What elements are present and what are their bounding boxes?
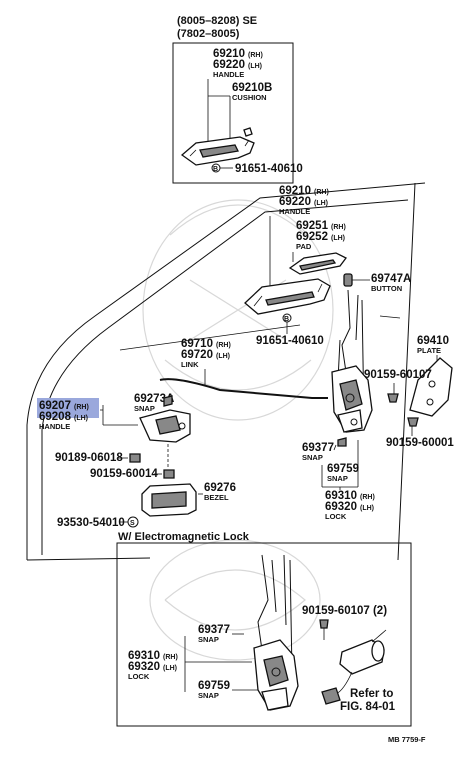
screw-s-marker: [127, 516, 139, 528]
link-rod: [159, 378, 328, 399]
top-inset: (8005–8208) SE (7802–8005) 69210 (RH) 69…: [172, 15, 303, 184]
range-se-label: (8005–8208) SE: [177, 15, 257, 27]
button-part: [343, 273, 353, 287]
inner-handle-lh-number[interactable]: 69208: [39, 411, 72, 423]
lock-lh-number[interactable]: 69320: [325, 501, 357, 513]
footer-code: MB 7759-F: [388, 735, 426, 744]
plate-number[interactable]: 69410: [417, 335, 449, 347]
refer-line1: Refer to: [350, 688, 393, 700]
inset-snap-377-name: SNAP: [198, 635, 219, 644]
actuator-solenoid-part: [321, 629, 387, 705]
screw-b-marker-text: B: [213, 166, 218, 173]
button-name: BUTTON: [371, 284, 402, 293]
snap-lock-labels: 69377 SNAP 69759 SNAP 69310 (RH) 69320 (…: [302, 437, 375, 521]
outer-handle-part: [244, 278, 331, 315]
pad-lh-side: (LH): [331, 235, 345, 242]
handle-lh-side: (LH): [248, 63, 262, 70]
inset-lock-lh-side: (LH): [163, 665, 177, 672]
top-inset-leaders: [207, 79, 231, 146]
svg-text:S: S: [130, 520, 135, 527]
outer-handle-name: HANDLE: [279, 207, 310, 216]
handle-rh-number[interactable]: 69210: [213, 48, 245, 60]
top-handle-part: [180, 136, 255, 166]
lock-rh-side: (RH): [360, 494, 375, 501]
snap-759-number[interactable]: 69759: [327, 463, 359, 475]
door-outline: [26, 182, 426, 561]
electromagnetic-lock-part: [253, 554, 299, 711]
bottom-inset: W/ Electromagnetic Lock 69377 SNAP 69310…: [116, 531, 412, 727]
top-inset-frame: [172, 42, 294, 184]
inset-lock-rh-number[interactable]: 69310: [128, 650, 160, 662]
pad-part: [288, 252, 347, 275]
selected-part-highlight: [37, 398, 99, 418]
bolt-upper-number[interactable]: 90159-60107: [364, 369, 432, 381]
svg-text:B: B: [284, 316, 289, 323]
outer-handle-lh-number[interactable]: 69220: [279, 196, 311, 208]
plate-group: 69410 PLATE 90159-60107 90159-60001: [364, 335, 454, 449]
lock-mechanism: [331, 289, 373, 433]
snap-377-number[interactable]: 69377: [302, 442, 334, 454]
outer-handle-group: 69210 (RH) 69220 (LH) HANDLE 69251 (RH) …: [244, 185, 347, 347]
range-label: (7802–8005): [177, 28, 240, 40]
pad-lh-number[interactable]: 69252: [296, 231, 328, 243]
watermark-emblem: [142, 199, 334, 661]
link-lh-side: (LH): [216, 353, 230, 360]
inset-bolt-number[interactable]: 90159-60107 (2): [302, 605, 387, 617]
snap-377-name: SNAP: [302, 453, 323, 462]
bezel-number[interactable]: 69276: [204, 482, 236, 494]
inset-snap-759-name: SNAP: [198, 691, 219, 700]
part-90159-number[interactable]: 90159-60014: [90, 468, 158, 480]
link-rh-number[interactable]: 69710: [181, 338, 213, 350]
inset-lock-rh-side: (RH): [163, 654, 178, 661]
bottom-inset-title: W/ Electromagnetic Lock: [118, 531, 250, 543]
link-rh-side: (RH): [216, 342, 231, 349]
handle-lh-number[interactable]: 69220: [213, 59, 245, 71]
cushion-number[interactable]: 69210B: [232, 82, 272, 94]
bezel-name: BEZEL: [204, 493, 229, 502]
inner-handle-name: HANDLE: [39, 422, 70, 431]
snap-a-name: SNAP: [134, 404, 155, 413]
outer-handle-rh-number[interactable]: 69210: [279, 185, 311, 197]
handle-rh-side: (RH): [248, 52, 263, 59]
inset-lock-name: LOCK: [128, 672, 150, 681]
inset-snap-759-number[interactable]: 69759: [198, 680, 230, 692]
bottom-inset-frame: [116, 542, 412, 727]
cushion-name: CUSHION: [232, 93, 267, 102]
inner-handle-group: 69273A SNAP 69207 (RH) 69208 (LH) HANDLE…: [37, 393, 236, 529]
pad-name: PAD: [296, 242, 312, 251]
screw-s-number[interactable]: 93530-54010: [57, 517, 125, 529]
button-group: 69747A BUTTON: [343, 273, 411, 293]
plate-name: PLATE: [417, 346, 441, 355]
refer-line2[interactable]: FIG. 84-01: [340, 701, 396, 713]
outer-handle-rh-side: (RH): [314, 189, 329, 196]
link-name: LINK: [181, 360, 199, 369]
inner-handle-part: [139, 409, 191, 443]
inset-lock-lh-number[interactable]: 69320: [128, 661, 160, 673]
pad-rh-side: (RH): [331, 224, 346, 231]
outer-handle-lh-side: (LH): [314, 200, 328, 207]
pad-rh-number[interactable]: 69251: [296, 220, 329, 232]
button-number[interactable]: 69747A: [371, 273, 411, 285]
link-group: 69710 (RH) 69720 (LH) LINK: [159, 338, 328, 399]
lock-lh-side: (LH): [360, 505, 374, 512]
part-90189-number[interactable]: 90189-06018: [55, 452, 123, 464]
inner-handle-rh-side: (RH): [74, 404, 89, 411]
bolt-lower-number[interactable]: 90159-60001: [386, 437, 454, 449]
lock-rh-number[interactable]: 69310: [325, 490, 357, 502]
handle-name: HANDLE: [213, 70, 244, 79]
inner-handle-lh-side: (LH): [74, 415, 88, 422]
inset-snap-377-number[interactable]: 69377: [198, 624, 230, 636]
main-screw-number[interactable]: 91651-40610: [256, 335, 324, 347]
bezel-part: [141, 483, 197, 517]
top-screw-number[interactable]: 91651-40610: [235, 163, 303, 175]
inner-handle-rh-number[interactable]: 69207: [39, 400, 71, 412]
lock-name: LOCK: [325, 512, 347, 521]
cushion-part: [243, 127, 253, 137]
snap-759-name: SNAP: [327, 474, 348, 483]
link-lh-number[interactable]: 69720: [181, 349, 213, 361]
